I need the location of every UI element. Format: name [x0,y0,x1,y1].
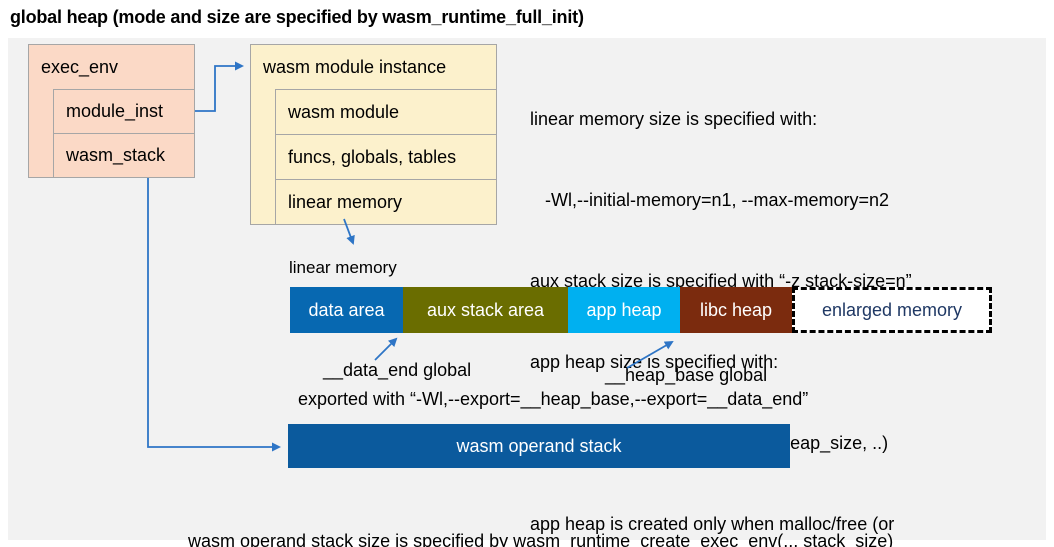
exec-env-title: exec_env [41,57,119,77]
note-line: app heap is created only when malloc/fre… [530,514,895,534]
exec-env-field-wasm-stack: wasm_stack [53,133,195,178]
exported-with-label: exported with “-Wl,--export=__heap_base,… [298,389,809,409]
notes-linker-options: linear memory size is specified with: -W… [530,52,912,547]
segment-aux-stack-area: aux stack area [403,287,568,333]
operand-stack-bar: wasm operand stack [288,424,790,468]
note-line: -Wl,--initial-memory=n1, --max-memory=n2 [530,190,890,210]
note-line: aux stack size is specified with “-z sta… [530,271,912,291]
module-instance-field-wasm-module: wasm module [275,89,497,135]
heap-base-global-label: __heap_base global [605,365,768,385]
note-line: linear memory size is specified with: [530,109,818,129]
segment-data-area: data area [290,287,403,333]
module-instance-title: wasm module instance [263,57,447,77]
notes-operand-stack-size: wasm operand stack size is specified by … [188,481,893,547]
segment-enlarged-memory: enlarged memory [792,287,992,333]
data-end-global-label: __data_end global [323,360,472,380]
linear-memory-label: linear memory [289,258,397,277]
module-instance-field-linear-memory: linear memory [275,179,497,225]
module-instance-field-funcs-globals-tables: funcs, globals, tables [275,134,497,180]
exec-env-field-module-inst: module_inst [53,89,195,134]
segment-libc-heap: libc heap [680,287,792,333]
note-line: wasm operand stack size is specified by … [188,531,894,547]
diagram-title: global heap (mode and size are specified… [10,7,584,27]
segment-app-heap: app heap [568,287,680,333]
